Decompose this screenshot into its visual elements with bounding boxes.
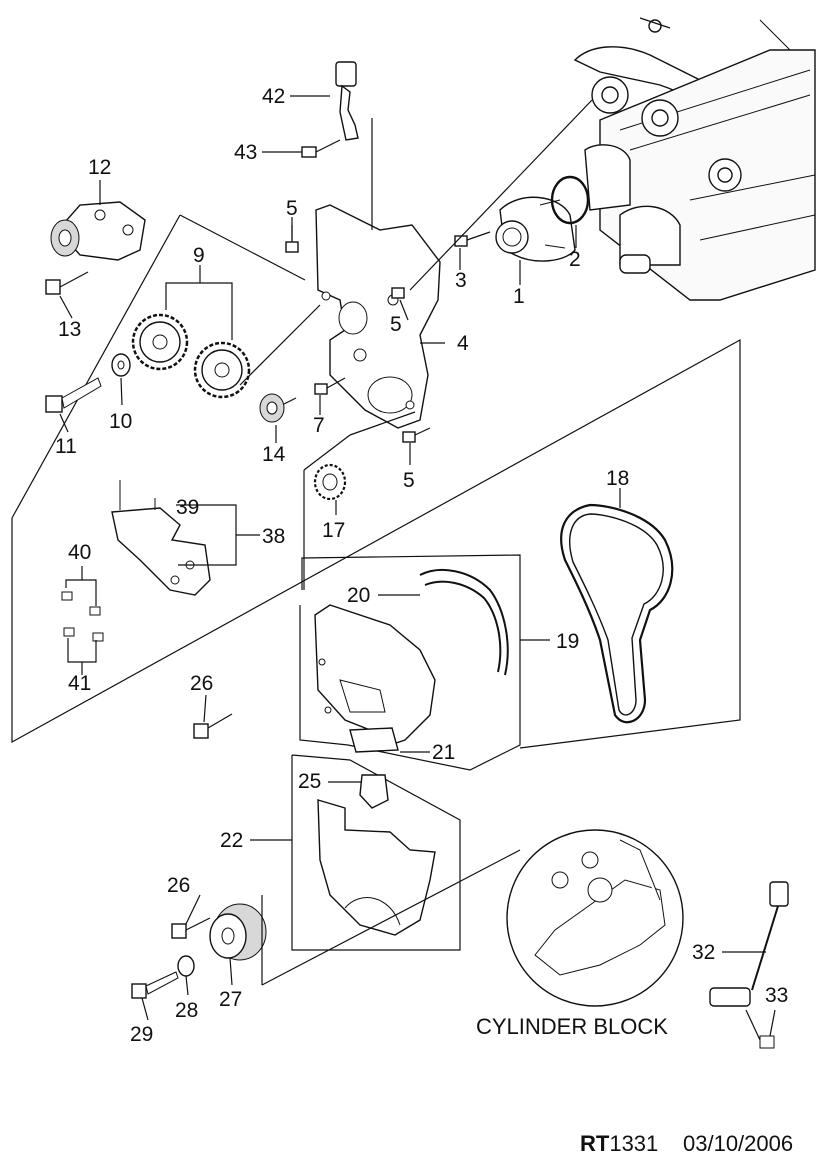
callout-39: 39 (176, 496, 199, 519)
callout-42: 42 (262, 85, 285, 108)
cylinder-block-label: CYLINDER BLOCK (476, 1014, 668, 1039)
callout-29: 29 (130, 1023, 153, 1046)
lower-cover-seal-25 (359, 774, 389, 809)
callout-25: 25 (298, 770, 321, 793)
reference-code: RT1331 (580, 1131, 658, 1156)
callout-28: 28 (175, 999, 198, 1022)
callout-2: 2 (569, 248, 581, 271)
callout-10: 10 (109, 410, 132, 433)
bolts-40 (61, 591, 101, 616)
callout-12: 12 (88, 156, 111, 179)
part-callouts: 42 43 12 5 9 3 2 1 13 5 4 10 7 11 14 5 1… (55, 85, 788, 1046)
bolt-13 (45, 271, 89, 295)
reference-date: 03/10/2006 (683, 1131, 793, 1156)
lower-front-cover (317, 799, 436, 936)
cover-seal-21 (349, 727, 399, 753)
bolt-26-upper (193, 713, 233, 739)
bolt-5-middle (391, 287, 405, 299)
washer-10 (111, 353, 131, 377)
bolt-33 (745, 1009, 775, 1049)
callout-4: 4 (457, 332, 469, 355)
water-pump (495, 196, 576, 262)
cylinder-block-detail (506, 829, 684, 1007)
crankshaft-pulley (209, 903, 267, 961)
callout-26-lower: 26 (167, 874, 190, 897)
callout-1: 1 (513, 285, 525, 308)
assembly-frame (11, 214, 741, 749)
callout-20: 20 (347, 584, 370, 607)
callout-21: 21 (432, 741, 455, 764)
bolt-11 (45, 377, 102, 413)
reference-prefix: RT (580, 1131, 610, 1156)
callout-5-top: 5 (286, 197, 298, 220)
lower-cover-frame (291, 754, 461, 951)
callout-17: 17 (322, 519, 345, 542)
bolts-41 (63, 627, 104, 642)
callout-26-upper: 26 (190, 672, 213, 695)
bolt-3 (454, 231, 491, 247)
idler-pulley-14 (259, 393, 297, 423)
callout-5-middle: 5 (390, 313, 402, 336)
callout-32: 32 (692, 941, 715, 964)
callout-27: 27 (219, 988, 242, 1011)
callout-40: 40 (68, 541, 91, 564)
cylinder-head (573, 17, 816, 301)
callout-43: 43 (234, 141, 257, 164)
water-pump-gasket (550, 175, 590, 225)
crank-position-sensor (709, 881, 789, 1007)
bolt-26-lower (171, 917, 211, 939)
pump-outlet (584, 144, 631, 211)
camshaft-gear-left (131, 313, 189, 371)
cam-sensor-bracket (335, 61, 359, 141)
cover-seal-20 (419, 569, 509, 676)
leader-lines (59, 95, 776, 1037)
callout-3: 3 (455, 269, 467, 292)
callout-11: 11 (55, 435, 77, 458)
belt-tensioner (50, 201, 146, 261)
callout-9: 9 (193, 244, 205, 267)
callout-18: 18 (606, 467, 629, 490)
bolt-43 (301, 139, 341, 158)
upper-cover-frame (299, 554, 521, 771)
callout-5-bottom: 5 (403, 469, 415, 492)
reference-number: 1331 (609, 1131, 658, 1156)
callout-13: 13 (58, 318, 81, 341)
callout-14: 14 (262, 443, 286, 466)
washer-28 (177, 955, 195, 977)
callout-38: 38 (262, 525, 285, 548)
upper-front-cover (314, 604, 436, 746)
camshaft-gear-right (193, 341, 251, 399)
callout-41: 41 (68, 672, 91, 695)
callout-7: 7 (313, 414, 325, 437)
callout-19: 19 (556, 630, 579, 653)
bolt-29 (131, 971, 179, 999)
callout-22: 22 (220, 829, 243, 852)
timing-belt (560, 503, 674, 724)
rear-timing-cover (315, 204, 441, 429)
bolt-7 (314, 377, 346, 395)
callout-33: 33 (765, 984, 788, 1007)
crankshaft-gear (313, 463, 347, 501)
bolt-5-bottom (402, 427, 431, 443)
